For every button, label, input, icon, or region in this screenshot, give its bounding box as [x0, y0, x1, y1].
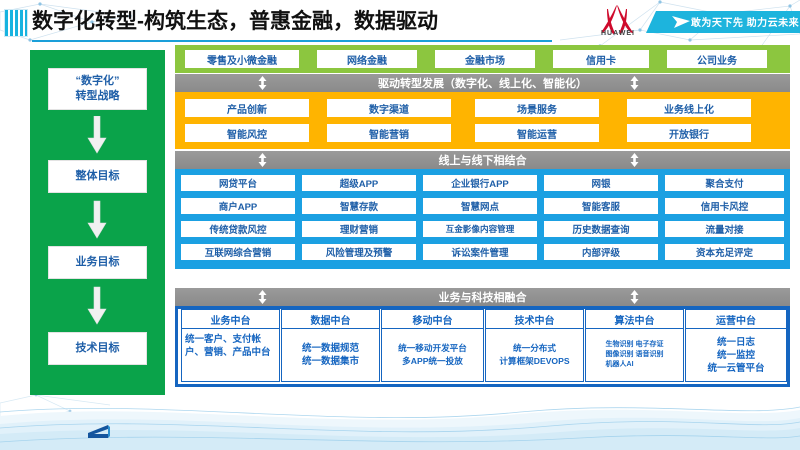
strategy-box-1: “数字化”转型战略 [48, 68, 147, 110]
down-arrow-icon-1 [87, 116, 107, 154]
application-3-3[interactable]: 内部评级 [544, 244, 658, 260]
application-3-0[interactable]: 互联网综合营销 [181, 244, 295, 260]
capability-0-3[interactable]: 业务线上化 [627, 99, 751, 117]
application-1-4[interactable]: 信用卡风控 [665, 198, 784, 214]
platform-body-1: 统一数据规范统一数据集市 [281, 329, 380, 382]
down-arrow-icon-3 [87, 286, 107, 325]
connector-online-offline: 线上与线下相结合 [175, 151, 790, 169]
connector-biz-tech-label: 业务与科技相融合 [438, 292, 527, 304]
application-0-1[interactable]: 超级APP [302, 175, 416, 191]
capability-0-1[interactable]: 数字渠道 [327, 99, 451, 117]
platform-column-3[interactable]: 技术中台 统一分布式计算框架DEVOPS [485, 309, 584, 382]
application-3-1[interactable]: 风险管理及预警 [302, 244, 416, 260]
huawei-wordmark: HUAWEI [601, 30, 635, 37]
application-2-0[interactable]: 传统贷款风控 [181, 221, 295, 237]
application-2-4[interactable]: 流量对接 [665, 221, 784, 237]
dtec-logo-icon [88, 425, 110, 438]
connector-biz-tech: 业务与科技相融合 [175, 288, 790, 306]
updown-arrow-icon-c2 [630, 290, 639, 304]
capability-0-0[interactable]: 产品创新 [185, 99, 309, 117]
application-2-2[interactable]: 互金影像内容管理 [423, 221, 537, 237]
down-arrow-icon-2 [87, 200, 107, 239]
application-0-0[interactable]: 网贷平台 [181, 175, 295, 191]
capability-1-0[interactable]: 智能风控 [185, 124, 309, 142]
business-line-0[interactable]: 零售及小微金融 [185, 50, 299, 68]
header-banner-shape [646, 11, 800, 33]
platform-body-0: 统一客户、支付帐户、营销、产品中台 [181, 329, 280, 382]
application-3-4[interactable]: 资本充足评定 [665, 244, 784, 260]
capability-0-2[interactable]: 场景服务 [475, 99, 599, 117]
application-1-0[interactable]: 商户APP [181, 198, 295, 214]
platform-body-2: 统一移动开发平台多APP统一投放 [381, 329, 484, 382]
business-line-2[interactable]: 金融市场 [435, 50, 535, 68]
title-underline [32, 40, 552, 42]
platform-head-5: 运营中台 [685, 309, 787, 329]
platform-column-1[interactable]: 数据中台 统一数据规范统一数据集市 [281, 309, 380, 382]
application-1-3[interactable]: 智能客服 [544, 198, 658, 214]
platform-column-2[interactable]: 移动中台 统一移动开发平台多APP统一投放 [381, 309, 484, 382]
capability-1-2[interactable]: 智能运营 [475, 124, 599, 142]
updown-arrow-icon-a1 [258, 76, 267, 90]
application-2-3[interactable]: 历史数据查询 [544, 221, 658, 237]
strategy-box-4: 技术目标 [48, 332, 147, 365]
platform-panel: 业务中台 统一客户、支付帐户、营销、产品中台 数据中台 统一数据规范统一数据集市… [175, 306, 790, 387]
platform-column-5[interactable]: 运营中台 统一日志统一监控统一云管平台 [685, 309, 787, 382]
capability-1-3[interactable]: 开放银行 [627, 124, 751, 142]
business-line-4[interactable]: 公司业务 [667, 50, 767, 68]
strategy-box-3: 业务目标 [48, 246, 147, 279]
page-title: 数字化转型-构筑生态，普惠金融，数据驱动 [32, 10, 438, 33]
application-panel: 网贷平台 超级APP 企业银行APP 网银 聚合支付 商户APP 智慧存款 智慧… [175, 169, 790, 269]
connector-drive-transformation: 驱动转型发展（数字化、线上化、智能化） [175, 74, 790, 92]
header-stripe-decoration [4, 9, 28, 37]
capability-1-1[interactable]: 智能营销 [327, 124, 451, 142]
footer-wave-decoration [0, 406, 800, 450]
business-lines-band: 零售及小微金融 网络金融 金融市场 信用卡 公司业务 [175, 45, 790, 73]
strategy-box-1-label: “数字化”转型战略 [75, 75, 120, 102]
application-2-1[interactable]: 理财营销 [302, 221, 416, 237]
application-0-3[interactable]: 网银 [544, 175, 658, 191]
updown-arrow-icon-a2 [630, 76, 639, 90]
platform-body-3: 统一分布式计算框架DEVOPS [485, 329, 584, 382]
connector-drive-label: 驱动转型发展（数字化、线上化、智能化） [378, 78, 587, 90]
business-line-3[interactable]: 信用卡 [553, 50, 649, 68]
application-0-4[interactable]: 聚合支付 [665, 175, 784, 191]
header-banner-text: 敢为天下先 助力云未来 [690, 18, 800, 29]
application-1-2[interactable]: 智慧网点 [423, 198, 537, 214]
platform-column-4[interactable]: 算法中台 生物识别 电子存证图像识别 语音识别机器人AI [585, 309, 684, 382]
huawei-logo-icon [601, 5, 633, 34]
platform-head-4: 算法中台 [585, 309, 684, 329]
platform-head-3: 技术中台 [485, 309, 584, 329]
slide-header: 数字化转型-构筑生态，普惠金融，数据驱动 HUAWEI 敢为天下先 助力云未来 [0, 0, 800, 44]
application-0-2[interactable]: 企业银行APP [423, 175, 537, 191]
platform-body-4: 生物识别 电子存证图像识别 语音识别机器人AI [585, 329, 684, 382]
application-1-1[interactable]: 智慧存款 [302, 198, 416, 214]
platform-head-2: 移动中台 [381, 309, 484, 329]
updown-arrow-icon-b2 [630, 153, 639, 167]
business-line-1[interactable]: 网络金融 [317, 50, 417, 68]
updown-arrow-icon-c1 [258, 290, 267, 304]
strategy-column: “数字化”转型战略 整体目标 业务目标 技术目标 [30, 50, 165, 395]
platform-column-0[interactable]: 业务中台 统一客户、支付帐户、营销、产品中台 [181, 309, 280, 382]
updown-arrow-icon-b1 [258, 153, 267, 167]
platform-head-0: 业务中台 [181, 309, 280, 329]
connector-online-offline-label: 线上与线下相结合 [438, 155, 527, 167]
strategy-box-2: 整体目标 [48, 160, 147, 193]
platform-head-1: 数据中台 [281, 309, 380, 329]
capability-panel: 产品创新 数字渠道 场景服务 业务线上化 智能风控 智能营销 智能运营 开放银行 [175, 92, 790, 149]
platform-body-5: 统一日志统一监控统一云管平台 [685, 329, 787, 382]
application-3-2[interactable]: 诉讼案件管理 [423, 244, 537, 260]
